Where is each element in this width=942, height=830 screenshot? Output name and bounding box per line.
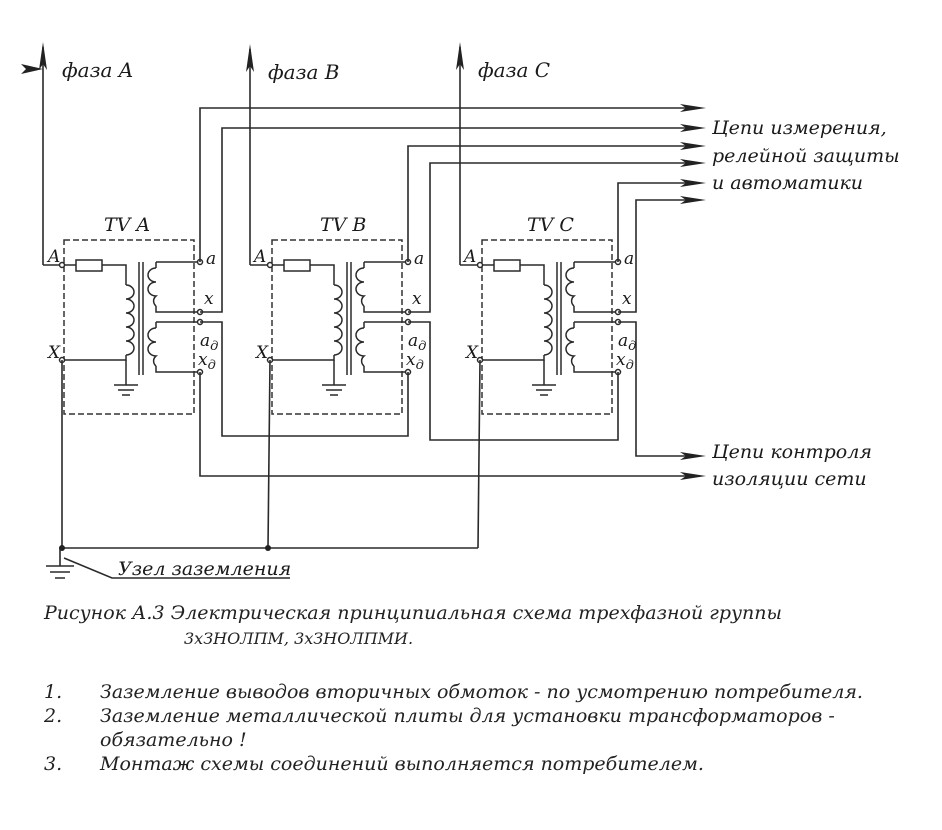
tv-a-terminal-xd: xд (198, 350, 216, 373)
tv-b-terminal-X: X (254, 343, 269, 363)
measurement-label-1: Цепи измерения, (711, 117, 887, 139)
note-item: 3. Монтаж схемы соединений выполняется п… (44, 752, 924, 776)
tv-a-terminal-x: x (204, 289, 214, 309)
tv-a-terminal-a: a (206, 249, 216, 269)
tv-c-terminal-ad: aд (618, 331, 636, 354)
note-number: 1. (44, 681, 63, 703)
arrow-up-b (246, 44, 254, 72)
tv-b-title: TV B (320, 214, 366, 236)
tv-c-terminal-x: x (622, 289, 632, 309)
tv-c-terminal-A: A (462, 247, 476, 267)
tv-a-terminal-X: X (46, 343, 61, 363)
insulation-arrows (680, 452, 706, 480)
tv-a-box (63, 239, 195, 415)
note-text: Заземление выводов вторичных обмоток - п… (100, 681, 863, 703)
tv-b-terminal-A: A (252, 247, 266, 267)
phase-b-label: фаза B (268, 60, 339, 84)
ground-node-label: Узел заземления (118, 558, 291, 580)
measurement-label-2: релейной защиты (712, 145, 900, 167)
arrow-up-c (456, 42, 464, 70)
tv-b-terminal-xd: xд (406, 350, 424, 373)
tv-b-terminal-a: a (414, 249, 424, 269)
tv-c-internals (476, 258, 622, 396)
phase-arrows (39, 42, 464, 72)
tv-c-box (481, 239, 613, 415)
tv-a-internals (58, 258, 204, 396)
note-text: Монтаж схемы соединений выполняется потр… (100, 753, 704, 775)
wiring (21, 47, 461, 265)
caption-line-1: Рисунок А.3 Электрическая принципиальная… (44, 602, 782, 624)
phase-c-label: фаза C (478, 58, 550, 82)
insulation-label-2: изоляции сети (712, 468, 867, 490)
note-number: 3. (44, 753, 63, 775)
measurement-arrows (680, 104, 706, 204)
notes-list: 1. Заземление выводов вторичных обмоток … (44, 680, 924, 776)
transformer-boxes (63, 239, 613, 415)
phase-a-label: фаза A (62, 58, 133, 82)
tv-b-terminal-ad: aд (408, 331, 426, 354)
insulation-label-1: Цепи контроля (711, 441, 872, 463)
tv-c-terminal-X: X (464, 343, 479, 363)
insulation-wiring (199, 321, 690, 477)
arrow-up-a (39, 42, 47, 70)
note-text: Заземление металлической плиты для устан… (100, 705, 835, 751)
note-number: 2. (44, 705, 63, 727)
tv-c-terminal-a: a (624, 249, 634, 269)
ground-bus (46, 359, 481, 579)
note-item: 1. Заземление выводов вторичных обмоток … (44, 680, 924, 704)
tv-c-terminal-xd: xд (616, 350, 634, 373)
tv-b-internals (266, 258, 412, 396)
note-item: 2. Заземление металлической плиты для ус… (44, 704, 924, 752)
tv-a-terminal-ad: aд (200, 331, 218, 354)
labels: фаза A фаза B фаза C TV A TV B TV C A X … (46, 58, 900, 580)
measurement-wiring (199, 107, 690, 313)
tv-b-terminal-x: x (412, 289, 422, 309)
measurement-label-3: и автоматики (712, 172, 863, 194)
tv-b-box (271, 239, 403, 415)
figure-caption: Рисунок А.3 Электрическая принципиальная… (44, 600, 904, 652)
tv-c-title: TV C (527, 214, 574, 236)
tv-a-title: TV A (104, 214, 150, 236)
tv-a-terminal-A: A (46, 247, 60, 267)
caption-line-2: 3хЗНОЛПМ, 3хЗНОЛПМИ. (184, 629, 414, 648)
ground-junctions (59, 545, 271, 551)
